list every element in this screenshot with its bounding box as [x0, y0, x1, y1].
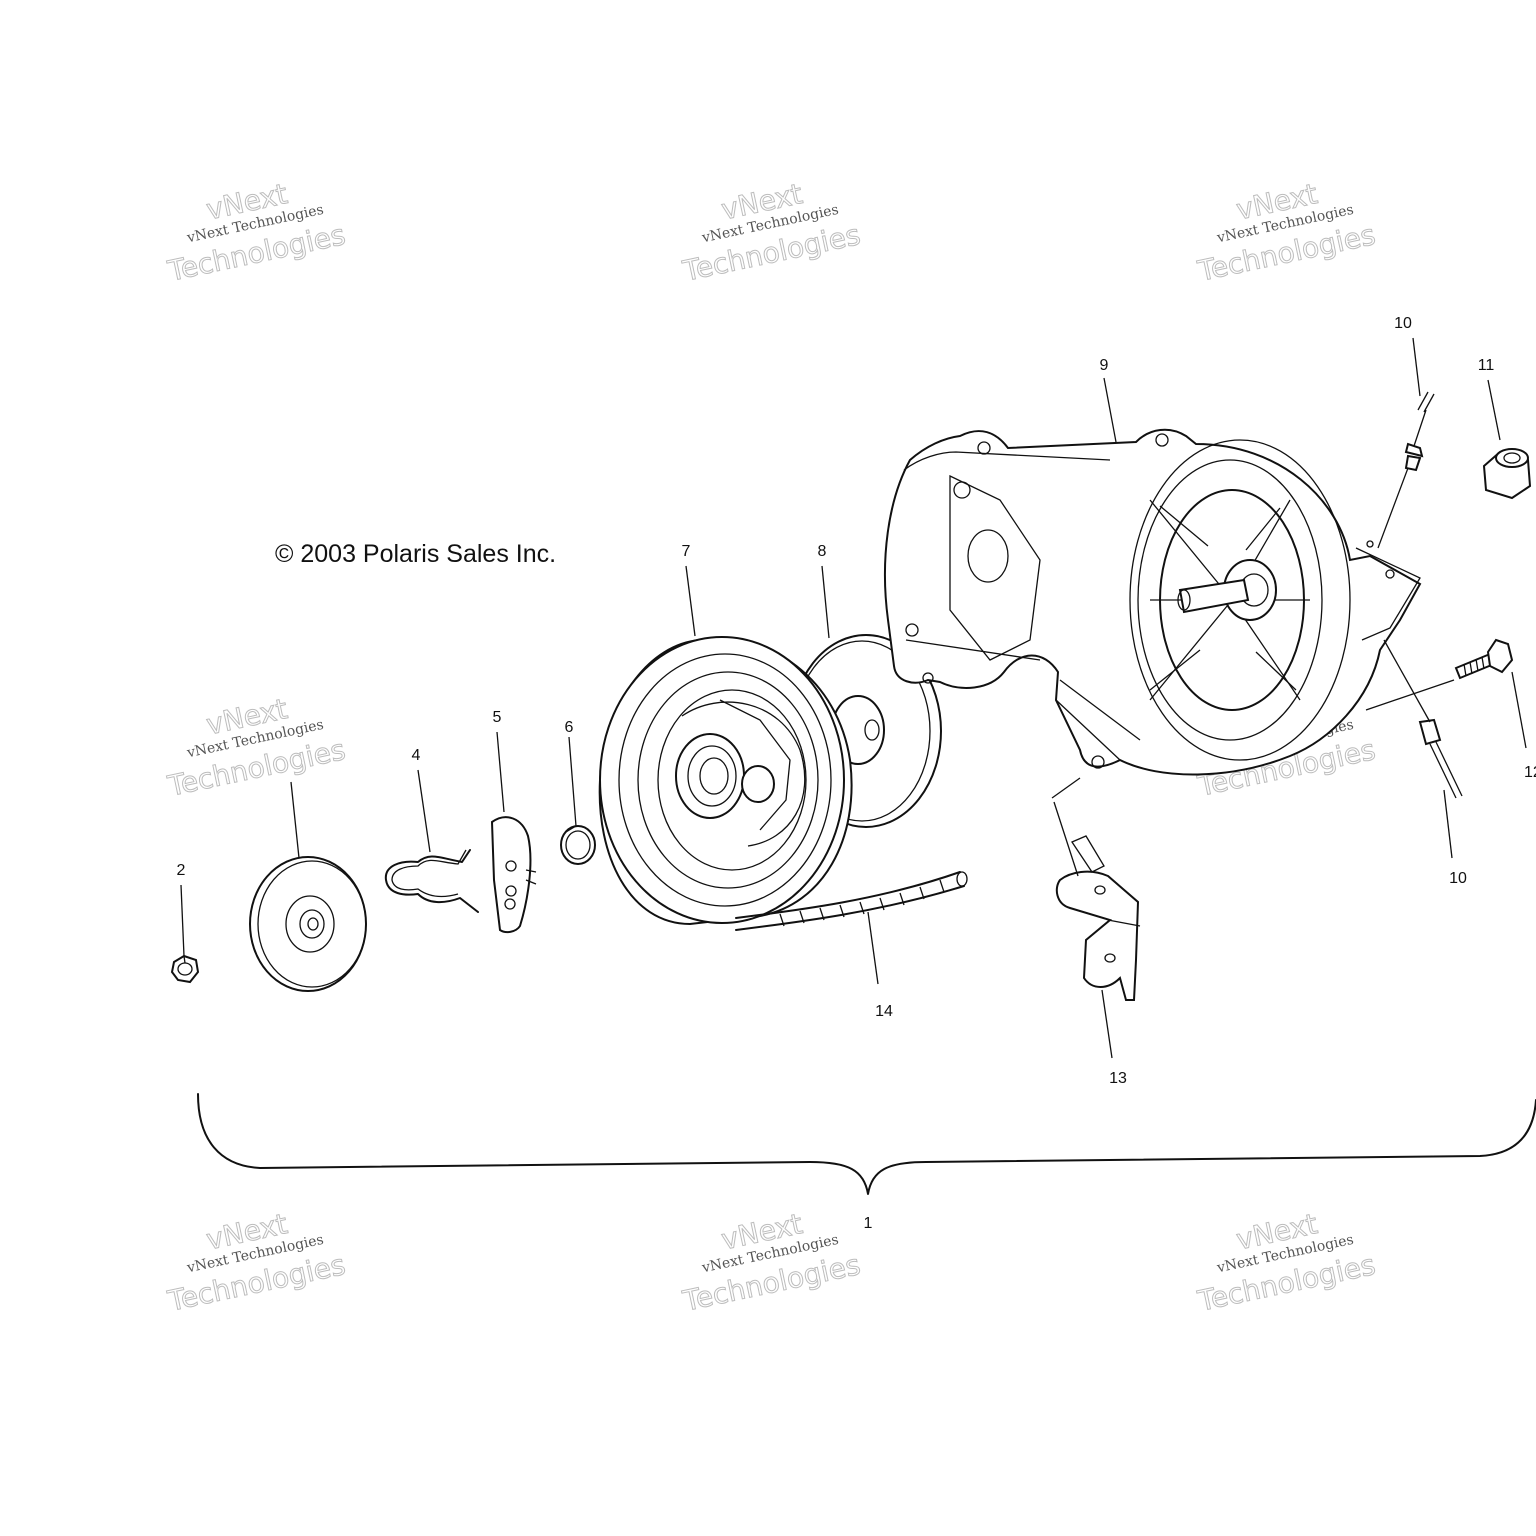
callout-14: 14 — [875, 1003, 893, 1020]
part-5-pawl — [490, 816, 537, 934]
watermark-top-left: vNext vNext Technologies Technologies — [164, 177, 349, 289]
callout-7: 7 — [682, 543, 691, 560]
assembly-brace — [197, 1093, 1536, 1195]
part-9-housing — [883, 428, 1422, 776]
watermark-mid-left: vNext vNext Technologies Technologies — [164, 692, 349, 804]
callout-5: 5 — [493, 709, 502, 726]
callout-1: 1 — [864, 1215, 873, 1232]
pulley-disc — [249, 856, 367, 992]
part-10-rivet-top — [1404, 391, 1435, 472]
watermark-bottom-right: vNext vNext Technologies Technologies — [1194, 1207, 1379, 1319]
watermark-bottom-left: vNext vNext Technologies Technologies — [164, 1207, 349, 1319]
part-10-rivet-bottom — [1418, 718, 1463, 799]
watermark-top-right: vNext vNext Technologies Technologies — [1194, 177, 1379, 289]
part-13-bracket — [1055, 835, 1141, 1001]
copyright-text: © 2003 Polaris Sales Inc. — [275, 540, 556, 568]
part-4-spring-clip — [384, 849, 479, 913]
part-14-rope — [735, 871, 968, 931]
callout-10-bottom: 10 — [1449, 870, 1467, 887]
part-12-bolt — [1454, 638, 1514, 680]
part-6-small-spring — [560, 825, 596, 865]
leader-lines — [180, 337, 1527, 1059]
callout-11: 11 — [1478, 357, 1495, 374]
part-2-nut — [170, 954, 200, 984]
callout-2: 2 — [177, 862, 186, 879]
callout-8: 8 — [818, 543, 827, 560]
callout-13: 13 — [1109, 1070, 1127, 1087]
callout-10-top: 10 — [1394, 315, 1412, 332]
callout-12: 12 — [1524, 764, 1536, 781]
callout-labels: 1 2 4 5 6 7 8 9 10 10 11 12 13 14 — [177, 315, 1536, 1232]
part-7-reel — [598, 636, 853, 926]
part-11-bushing — [1482, 448, 1532, 500]
callout-6: 6 — [565, 719, 574, 736]
callout-4: 4 — [412, 747, 421, 764]
callout-9: 9 — [1100, 357, 1109, 374]
watermark-top-center: vNext vNext Technologies Technologies — [679, 177, 864, 289]
watermark-bottom-center: vNext vNext Technologies Technologies — [679, 1207, 864, 1319]
